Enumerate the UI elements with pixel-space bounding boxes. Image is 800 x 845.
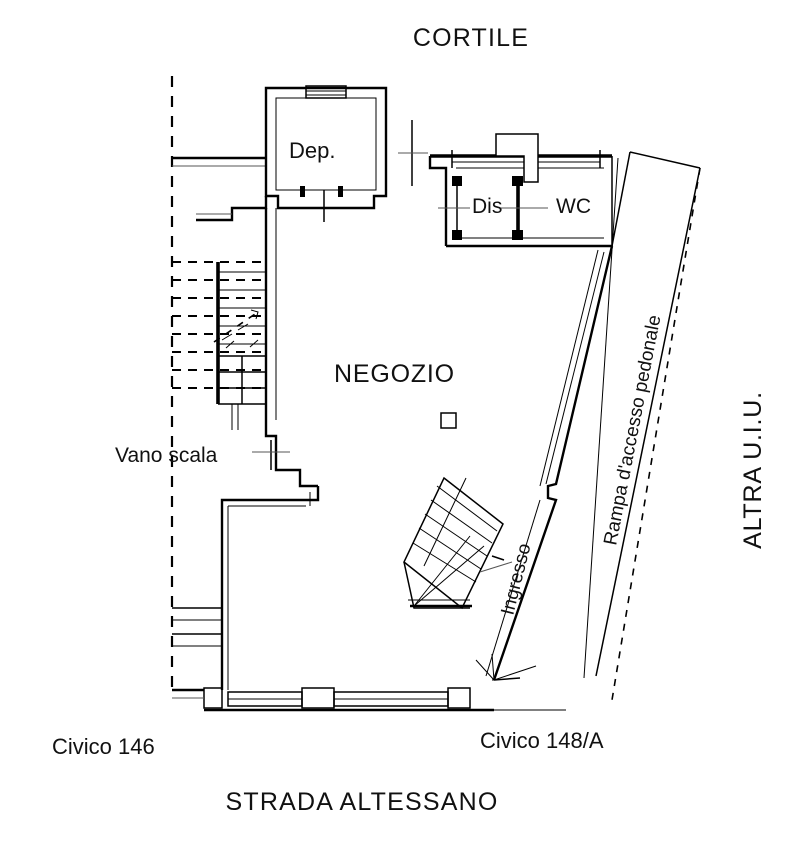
wall-top-left: [172, 156, 266, 167]
staircase-vano-scala: [172, 261, 267, 430]
wing-services: Dis WC: [428, 133, 613, 248]
wall-left-lower: [172, 607, 222, 647]
wall-right-diagonal: [485, 245, 614, 681]
gate-swing-ramp: [475, 653, 537, 681]
room-label-dis: Dis: [472, 195, 502, 218]
room-label-negozio: NEGOZIO: [334, 360, 455, 388]
wall-bottom-facade: [172, 687, 566, 712]
room-dep: Dep.: [196, 85, 388, 222]
label-altra-uiu: ALTRA U.I.U.: [739, 391, 767, 549]
label-vano-scala: Vano scala: [115, 444, 218, 467]
label-cortile: CORTILE: [413, 24, 529, 52]
label-civico-146: Civico 146: [52, 734, 155, 759]
label-strada-altessano: STRADA ALTESSANO: [226, 788, 499, 816]
door-mark-dep-corridor: [398, 120, 428, 186]
label-civico-148a: Civico 148/A: [480, 728, 604, 753]
property-line-right: [611, 167, 701, 701]
room-label-wc: WC: [556, 195, 591, 218]
pillar-symbol: [440, 412, 457, 429]
room-label-dep: Dep.: [289, 138, 335, 163]
